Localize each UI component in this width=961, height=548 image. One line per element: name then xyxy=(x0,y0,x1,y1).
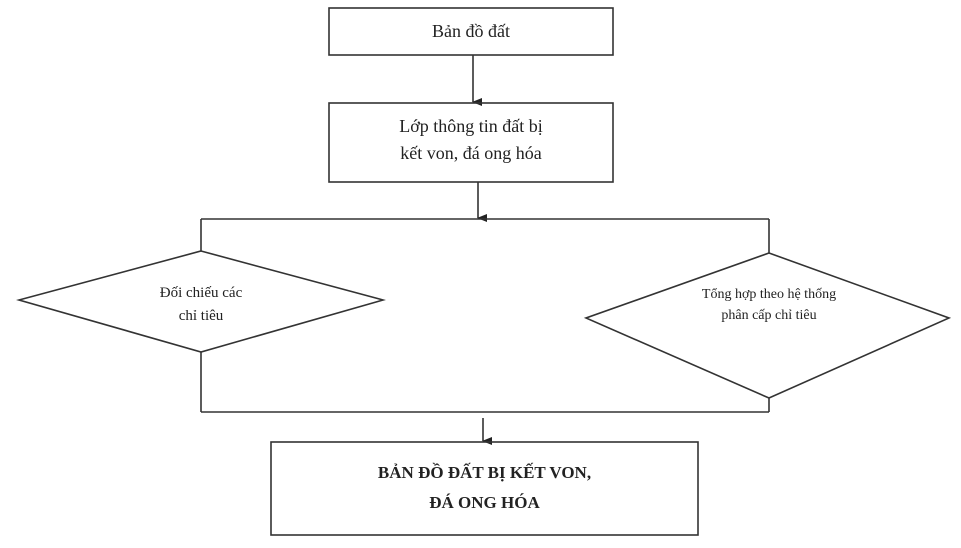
info-layer-label: Lớp thông tin đất bị kết von, đá ong hóa xyxy=(329,113,613,167)
info-layer-line-1: Lớp thông tin đất bị xyxy=(399,116,543,136)
aggregate-label: Tổng hợp theo hệ thống phân cấp chỉ tiêu xyxy=(659,284,879,326)
box-result-map xyxy=(270,441,699,536)
aggregate-line-1: Tổng hợp theo hệ thống xyxy=(701,287,837,302)
info-layer-line-2: kết von, đá ong hóa xyxy=(400,143,542,163)
result-map-label: BẢN ĐỒ ĐẤT BỊ KẾT VON, ĐÁ ONG HÓA xyxy=(271,458,698,518)
box-soil-map xyxy=(328,7,614,56)
box-info-layer xyxy=(328,102,614,183)
result-line-2: ĐÁ ONG HÓA xyxy=(429,492,540,512)
compare-line-2: chỉ tiêu xyxy=(178,307,224,324)
result-line-1: BẢN ĐỒ ĐẤT BỊ KẾT VON, xyxy=(377,463,592,482)
soil-map-label: Bản đồ đất xyxy=(432,21,510,41)
compare-label: Đối chiếu các chỉ tiêu xyxy=(101,282,301,327)
aggregate-line-2: phân cấp chỉ tiêu xyxy=(721,308,817,323)
compare-line-1: Đối chiếu các xyxy=(159,285,243,301)
